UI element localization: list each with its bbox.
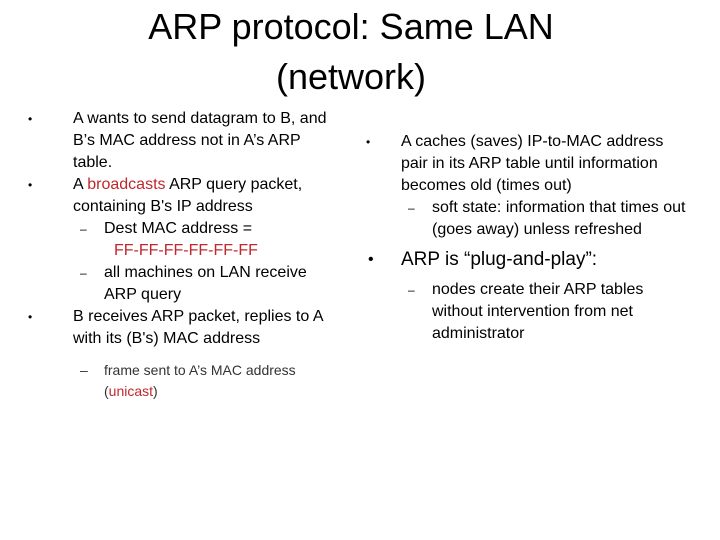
left-bullet-3: • B receives ARP packet, replies to A wi… <box>28 306 338 350</box>
left-bullet-2-sub-1: – Dest MAC address = FF-FF-FF-FF-FF-FF <box>28 218 338 262</box>
right-bullet-2: • ARP is “plug-and-play”: <box>366 247 686 273</box>
left-bullet-3-text: B receives ARP packet, replies to A with… <box>73 308 323 347</box>
bullet-icon: • <box>28 178 33 192</box>
right-column: • A caches (saves) IP-to-MAC address pai… <box>366 131 686 345</box>
right-bullet-2-sub-1: – nodes create their ARP tables without … <box>366 279 686 345</box>
right-bullet-1-sub-1-text: soft state: information that times out (… <box>432 199 686 238</box>
slide-title: ARP protocol: Same LAN (network) <box>148 6 554 97</box>
bullet-icon: • <box>28 310 33 324</box>
broadcasts-highlight: broadcasts <box>87 176 166 193</box>
left-column: • A wants to send datagram to B, and B’s… <box>28 108 338 402</box>
dash-icon: – <box>80 362 88 378</box>
left-bullet-3-sub-1: – frame sent to A’s MAC address (unicast… <box>28 360 338 402</box>
left-bullet-2: • A broadcasts ARP query packet, contain… <box>28 174 338 218</box>
dest-mac-label: Dest MAC address = <box>104 220 253 237</box>
dash-icon: – <box>408 201 415 215</box>
left-bullet-2-sub-2-text: all machines on LAN receive ARP query <box>104 264 307 303</box>
dash-icon: – <box>80 222 87 236</box>
dash-icon: – <box>408 283 415 297</box>
right-bullet-2-sub-1-text: nodes create their ARP tables without in… <box>432 281 644 342</box>
right-bullet-2-text: ARP is “plug-and-play”: <box>401 249 598 270</box>
bullet-icon: • <box>368 251 374 268</box>
broadcast-mac-value: FF-FF-FF-FF-FF-FF <box>114 242 258 259</box>
right-bullet-1-sub-1: – soft state: information that times out… <box>366 197 686 241</box>
dash-icon: – <box>80 266 87 280</box>
bullet-icon: • <box>366 135 371 149</box>
left-bullet-2-sub-2: – all machines on LAN receive ARP query <box>28 262 338 306</box>
left-bullet-3-sub-1-suffix: ) <box>153 383 158 399</box>
bullet-icon: • <box>28 112 33 126</box>
left-bullet-2-prefix: A <box>73 176 83 193</box>
left-bullet-1-text: A wants to send datagram to B, and B’s M… <box>73 110 327 171</box>
left-bullet-3-sub-1-prefix: frame sent to A’s MAC address ( <box>104 362 296 399</box>
unicast-highlight: unicast <box>108 383 154 399</box>
right-bullet-1-text: A caches (saves) IP-to-MAC address pair … <box>401 133 664 194</box>
right-bullet-1: • A caches (saves) IP-to-MAC address pai… <box>366 131 686 197</box>
left-bullet-1: • A wants to send datagram to B, and B’s… <box>28 108 338 174</box>
left-bullet-2-suffix: ARP query packet, containing B's IP addr… <box>73 176 303 215</box>
